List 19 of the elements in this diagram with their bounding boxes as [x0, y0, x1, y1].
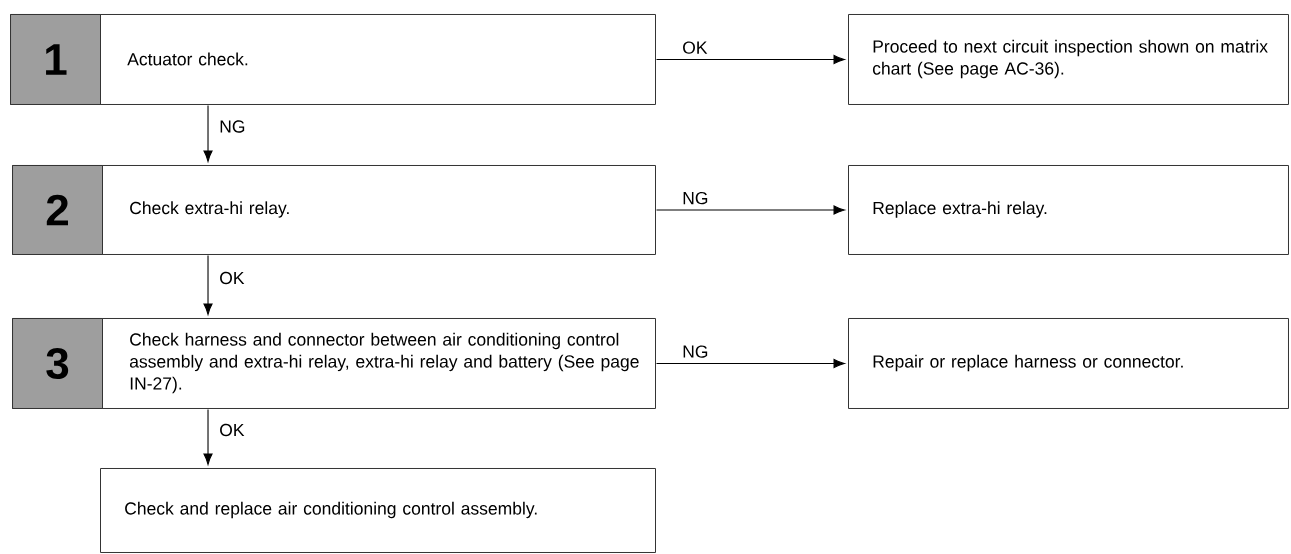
arrow — [203, 254, 213, 315]
step-box: Proceed to next circuit inspection shown on matrix chart (See page AC-36). — [848, 14, 1289, 105]
edge-label: OK — [680, 39, 710, 56]
arrow — [655, 54, 845, 65]
arrow — [655, 358, 845, 369]
arrow — [203, 104, 213, 162]
step-box: Check and replace air conditioning control assembly. — [100, 468, 656, 553]
step-number-badge: 2 — [12, 165, 103, 255]
step-number-badge: 3 — [12, 318, 103, 409]
arrow — [203, 408, 213, 465]
step-box: Replace extra-hi relay. — [848, 165, 1289, 255]
arrow — [655, 205, 845, 215]
edge-label: NG — [680, 343, 711, 360]
edge-label: OK — [217, 421, 247, 439]
step-number-badge: 1 — [10, 14, 101, 105]
step-box: Repair or replace harness or connector. — [848, 318, 1289, 409]
edge-label: NG — [680, 189, 711, 207]
edge-label: OK — [217, 269, 247, 287]
edge-label: NG — [217, 118, 248, 135]
